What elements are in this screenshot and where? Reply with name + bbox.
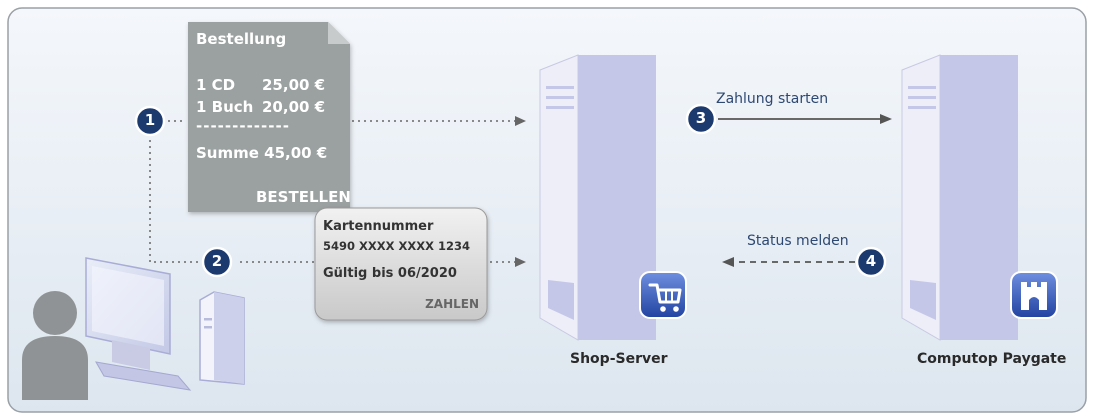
shop-server-label: Shop-Server bbox=[570, 351, 668, 367]
step-number-1: 1 bbox=[144, 111, 156, 129]
arrow-to-shop-2 bbox=[515, 257, 526, 267]
shop-server bbox=[539, 54, 656, 341]
paygate-server bbox=[901, 54, 1018, 341]
step-badge-1 bbox=[134, 105, 166, 137]
paygate-server-label: Computop Paygate bbox=[917, 351, 1067, 367]
order-item-price: 20,00 € bbox=[262, 98, 326, 116]
castle-tower-icon bbox=[1010, 271, 1058, 319]
order-item-label: 1 CD bbox=[196, 76, 236, 94]
order-total: Summe 45,00 € bbox=[196, 144, 328, 162]
order-item-price: 25,00 € bbox=[262, 76, 326, 94]
step-badge-4 bbox=[855, 246, 887, 278]
credit-card bbox=[314, 207, 488, 321]
step-number-4: 4 bbox=[865, 252, 877, 270]
shopping-cart-icon bbox=[639, 271, 687, 319]
pay-button[interactable]: ZAHLEN bbox=[425, 297, 479, 311]
step-badge-2 bbox=[201, 246, 233, 278]
step-badge-3 bbox=[685, 103, 717, 135]
arrow-to-shop-1 bbox=[515, 116, 526, 126]
order-title: Bestellung bbox=[196, 30, 287, 48]
connector-user-steps bbox=[149, 140, 200, 263]
desktop-computer-icon bbox=[85, 257, 245, 391]
arrow-status-report-head bbox=[722, 257, 734, 267]
card-number: 5490 XXXX XXXX 1234 bbox=[323, 239, 470, 253]
order-slip bbox=[188, 22, 350, 212]
flow-label-start-payment: Zahlung starten bbox=[716, 91, 829, 107]
arrow-start-payment-head bbox=[880, 114, 892, 124]
step-number-2: 2 bbox=[211, 252, 223, 270]
user-icon bbox=[22, 291, 88, 400]
order-item-label: 1 Buch bbox=[196, 98, 254, 116]
order-separator: ------------- bbox=[196, 117, 290, 135]
card-number-label: Kartennummer bbox=[323, 219, 434, 234]
order-button[interactable]: BESTELLEN bbox=[256, 188, 351, 206]
card-validity: Gültig bis 06/2020 bbox=[323, 266, 457, 281]
flow-label-status-report: Status melden bbox=[747, 233, 849, 249]
step-number-3: 3 bbox=[695, 109, 707, 127]
